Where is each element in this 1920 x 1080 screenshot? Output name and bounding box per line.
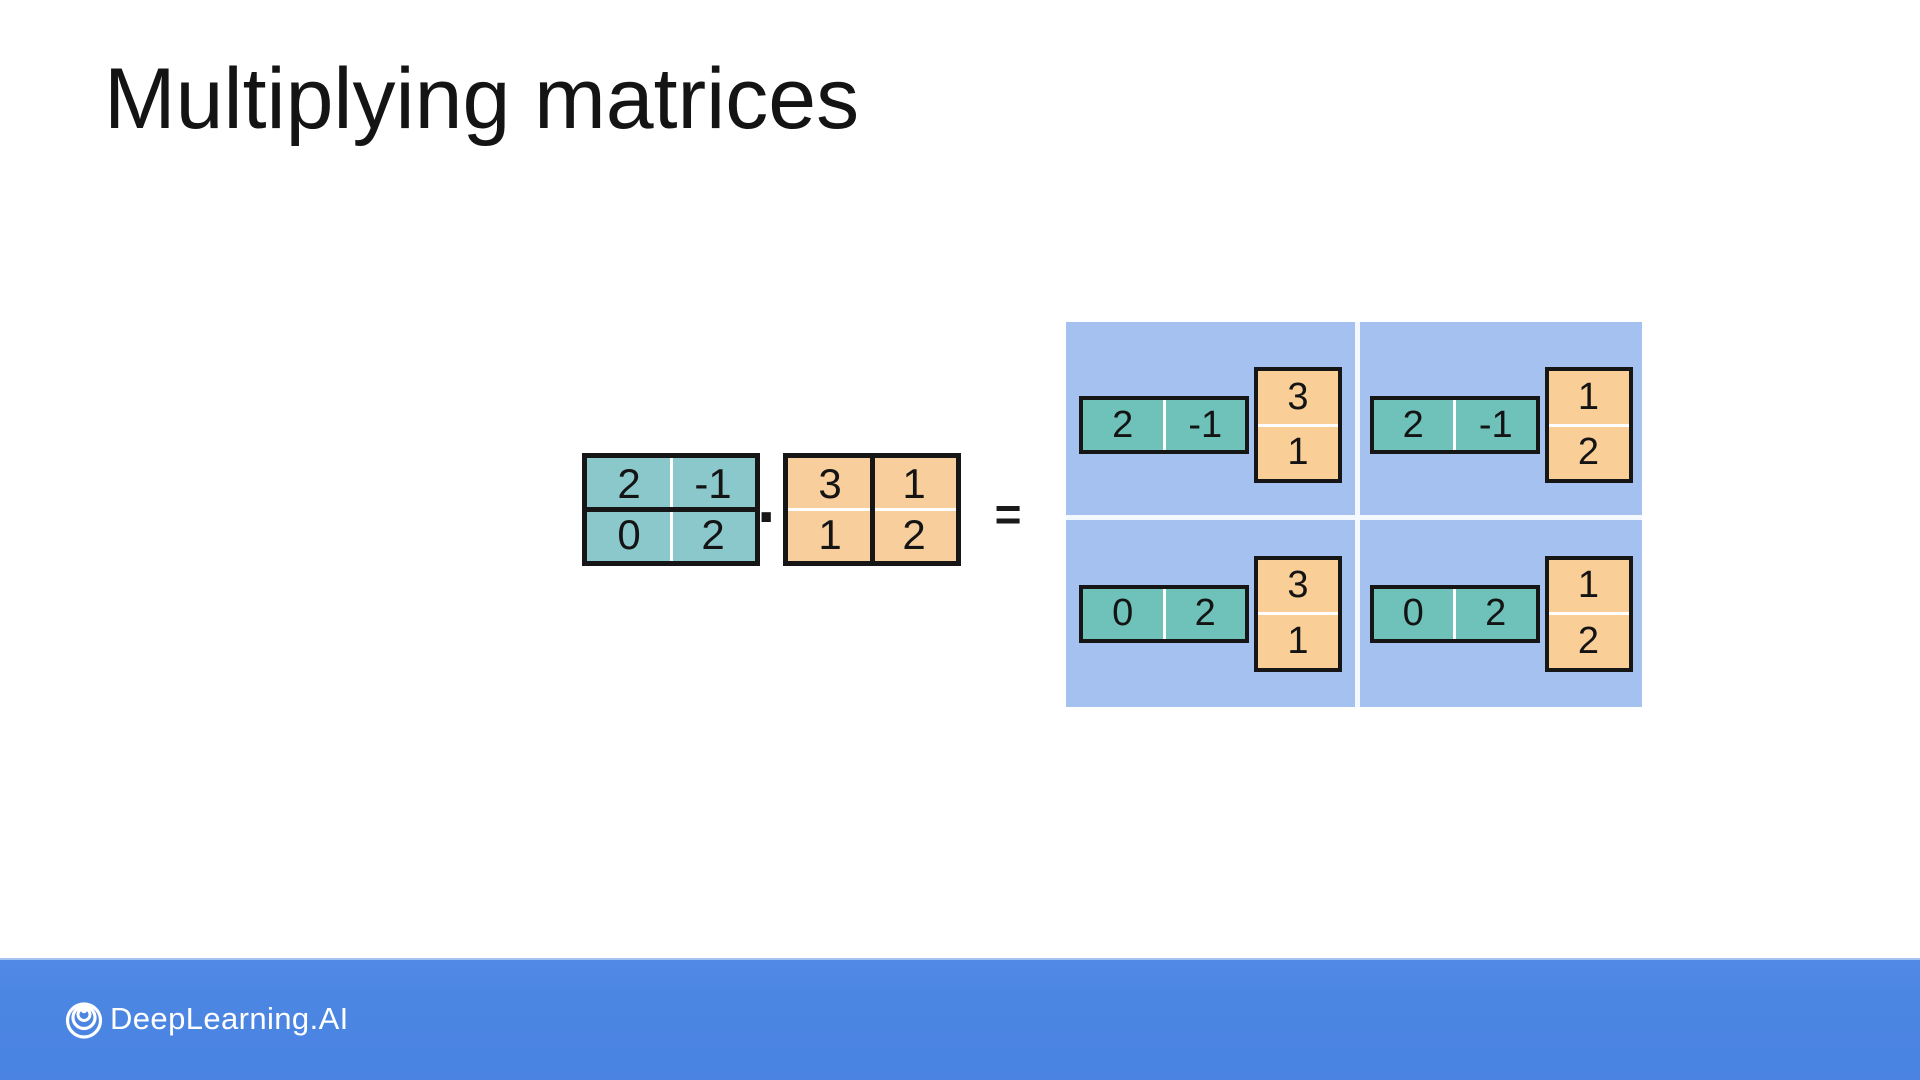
result-quadrant-top-right: 2 -1 1 2 xyxy=(1360,322,1642,515)
column-vector: 1 2 xyxy=(1544,555,1633,672)
row-vector-cell: 0 xyxy=(1402,592,1424,634)
column-vector-cell: 2 xyxy=(1548,612,1629,668)
brand: DeepLearning.AI xyxy=(62,997,349,1041)
column-vector-cell: 3 xyxy=(1287,375,1309,418)
row-vector: 2 -1 xyxy=(1369,396,1540,454)
matrix-a-cell-00: 2 xyxy=(617,459,641,507)
matrix-a-cell-10: 0 xyxy=(617,511,641,559)
equals-sign: = xyxy=(994,488,1022,540)
row-col-pair: 2 -1 1 2 xyxy=(1369,367,1633,483)
matrix-a-row-divider xyxy=(587,507,755,512)
row-vector-cell: -1 xyxy=(1162,400,1246,450)
deeplearning-logo-icon xyxy=(65,1002,103,1039)
matrix-b-cell-11: 2 xyxy=(902,511,926,559)
result-panel-vertical-divider xyxy=(1355,322,1360,707)
row-vector-cell: 2 xyxy=(1402,403,1424,446)
row-vector: 2 -1 xyxy=(1079,396,1249,454)
column-vector: 1 2 xyxy=(1544,367,1633,483)
result-quadrant-top-left: 2 -1 3 1 xyxy=(1066,322,1355,515)
slide-title: Multiplying matrices xyxy=(104,51,860,147)
row-col-pair: 2 -1 3 1 xyxy=(1079,367,1342,483)
result-panel-horizontal-divider xyxy=(1066,515,1642,520)
row-vector-cell: 2 xyxy=(1112,403,1134,446)
matrix-a-cell-01: -1 xyxy=(694,459,732,507)
matrix-b-cell-01: 1 xyxy=(902,459,926,507)
row-vector-cell: 2 xyxy=(1453,588,1536,639)
column-vector: 3 1 xyxy=(1254,367,1342,483)
result-quadrant-bottom-right: 0 2 1 2 xyxy=(1360,520,1642,707)
column-vector-cell: 1 xyxy=(1258,423,1338,480)
row-col-pair: 0 2 1 2 xyxy=(1369,555,1633,672)
row-vector-cell: 0 xyxy=(1112,592,1134,634)
column-vector-cell: 1 xyxy=(1577,375,1600,418)
column-vector-cell: 3 xyxy=(1287,564,1309,607)
result-quadrant-bottom-left: 0 2 3 1 xyxy=(1066,520,1355,707)
footer-bar: DeepLearning.AI xyxy=(0,958,1920,1080)
column-vector-cell: 1 xyxy=(1258,612,1338,668)
row-vector-cell: -1 xyxy=(1453,400,1536,450)
brand-wordmark: DeepLearning.AI xyxy=(110,1001,349,1036)
row-vector: 0 2 xyxy=(1079,584,1249,643)
column-vector: 3 1 xyxy=(1254,555,1342,672)
column-vector-cell: 2 xyxy=(1548,423,1629,480)
row-vector-cell: 2 xyxy=(1162,588,1246,639)
matrix-b-cell-10: 1 xyxy=(818,511,842,559)
row-vector: 0 2 xyxy=(1369,584,1540,643)
matrix-b-column-divider xyxy=(869,458,875,561)
multiplication-dot: · xyxy=(757,479,779,553)
matrix-b: 3 1 1 2 xyxy=(783,453,961,566)
column-vector-cell: 1 xyxy=(1577,564,1600,607)
matrix-a-cell-11: 2 xyxy=(701,511,725,559)
result-panel: 2 -1 3 1 2 -1 1 2 xyxy=(1066,322,1642,707)
matrix-a: 2 -1 0 2 xyxy=(582,453,760,566)
row-col-pair: 0 2 3 1 xyxy=(1079,555,1342,672)
matrix-b-cell-00: 3 xyxy=(818,459,842,507)
